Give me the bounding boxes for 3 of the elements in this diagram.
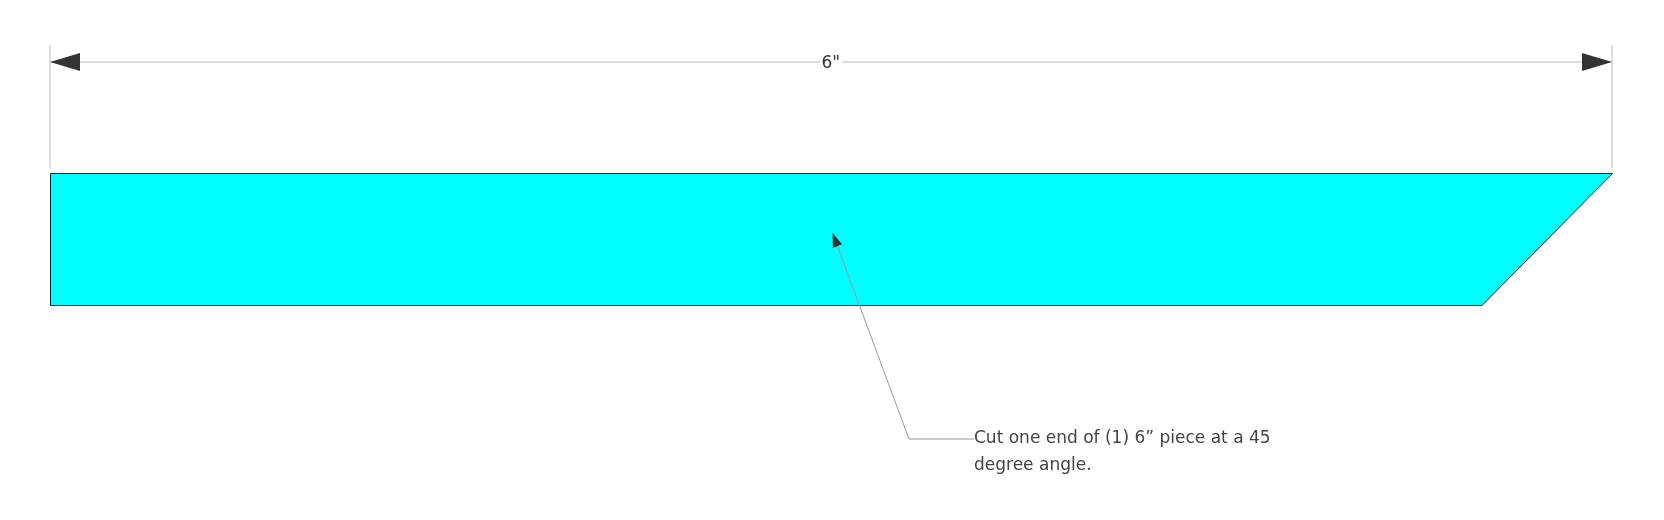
callout-text: Cut one end of (1) 6” piece at a 45 degree angle. [974,424,1274,478]
board-piece [50,173,1613,306]
leader-line [832,233,975,440]
